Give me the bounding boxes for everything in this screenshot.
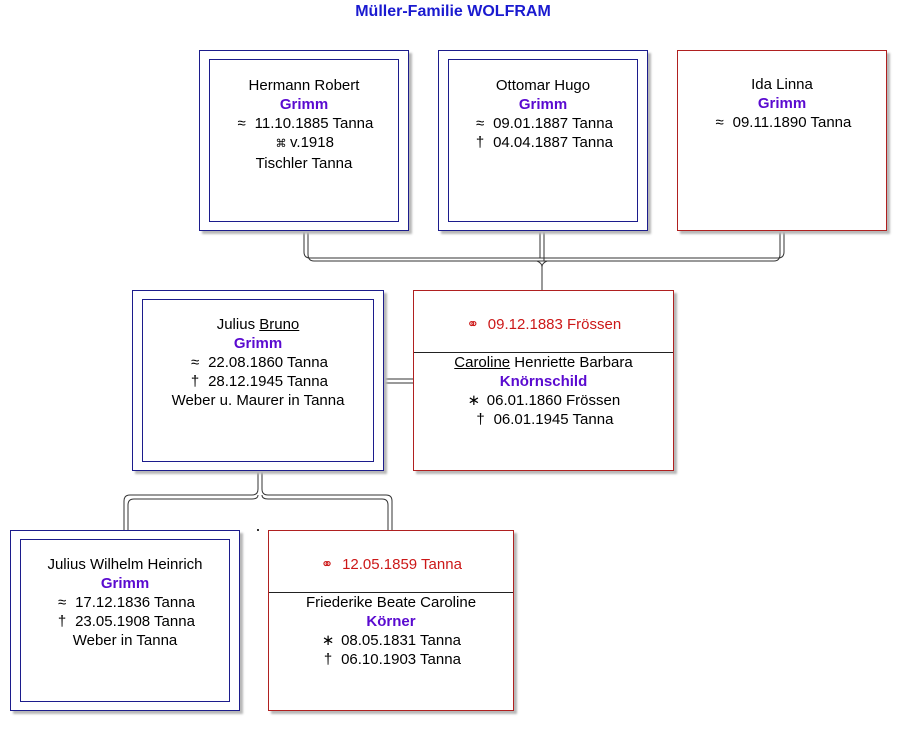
given-first: Julius — [216, 316, 260, 333]
divider — [414, 352, 673, 353]
baptism-icon: ≈ — [57, 594, 67, 611]
baptism-date: 11.10.1885 Tanna — [254, 115, 374, 132]
death-line: † 28.12.1945 Tanna — [133, 372, 383, 391]
surname: Grimm — [518, 96, 568, 113]
death-icon: † — [323, 651, 333, 668]
fallen-date: v.1918 — [290, 134, 334, 151]
given-names: Julius Wilhelm Heinrich — [47, 556, 203, 573]
call-name: Bruno — [259, 316, 300, 333]
call-name: Caroline — [454, 354, 511, 371]
surname: Grimm — [279, 96, 329, 113]
baptism-line: ≈11.10.1885 Tanna — [200, 114, 408, 133]
marriage-icon: ⚭ — [320, 556, 334, 573]
death-line: † 23.05.1908 Tanna — [11, 612, 239, 631]
death-line: † 06.10.1903 Tanna — [269, 650, 513, 669]
chart-title: Müller-Familie WOLFRAM — [355, 3, 551, 20]
given-names: Ottomar Hugo — [495, 77, 591, 94]
baptism-line: ≈17.12.1836 Tanna — [11, 593, 239, 612]
death-date: 06.01.1945 Tanna — [493, 411, 614, 428]
inner-frame — [20, 539, 230, 702]
person-details: Julius Wilhelm Heinrich Grimm ≈17.12.183… — [11, 555, 239, 650]
given-rest: Henriette Barbara — [510, 354, 633, 371]
given-names: Caroline Henriette Barbara — [414, 353, 673, 372]
baptism-icon: ≈ — [475, 115, 485, 132]
surname: Körner — [366, 613, 416, 630]
surname: Grimm — [100, 575, 150, 592]
person-details: Ottomar Hugo Grimm ≈09.01.1887 Tanna † 04… — [439, 76, 647, 152]
person-details: Caroline Henriette Barbara Knörnschild ∗… — [414, 353, 673, 429]
birth-date: 08.05.1831 Tanna — [341, 632, 461, 649]
baptism-icon: ≈ — [190, 354, 200, 371]
person-box-ottomar-hugo[interactable]: Ottomar Hugo Grimm ≈09.01.1887 Tanna † 04… — [438, 50, 648, 231]
person-box-caroline-henriette-barbara[interactable]: ⚭ 09.12.1883 Frössen Caroline Henriette B… — [413, 290, 674, 471]
death-date: 28.12.1945 Tanna — [208, 373, 328, 390]
baptism-date: 09.01.1887 Tanna — [493, 115, 613, 132]
occupation: Tischler Tanna — [255, 155, 353, 172]
baptism-line: ≈22.08.1860 Tanna — [133, 353, 383, 372]
divider — [269, 592, 513, 593]
baptism-date: 09.11.1890 Tanna — [732, 114, 852, 131]
baptism-date: 22.08.1860 Tanna — [208, 354, 328, 371]
occupation: Weber in Tanna — [72, 632, 178, 649]
occupation: Weber u. Maurer in Tanna — [171, 392, 345, 409]
baptism-line: ≈09.11.1890 Tanna — [678, 113, 886, 132]
death-icon: † — [57, 613, 67, 630]
person-details: Hermann Robert Grimm ≈11.10.1885 Tanna ⌘… — [200, 76, 408, 173]
stray-dot — [257, 529, 259, 531]
birth-line: ∗ 08.05.1831 Tanna — [269, 631, 513, 650]
person-details: Ida Linna Grimm ≈09.11.1890 Tanna — [678, 75, 886, 132]
death-line: † 04.04.1887 Tanna — [439, 133, 647, 152]
death-icon: † — [190, 373, 200, 390]
death-icon: † — [475, 134, 485, 151]
person-box-ida-linna[interactable]: Ida Linna Grimm ≈09.11.1890 Tanna — [677, 50, 887, 231]
given-names: Friederike Beate Caroline — [305, 594, 477, 611]
death-icon: † — [476, 411, 485, 428]
person-box-hermann-robert[interactable]: Hermann Robert Grimm ≈11.10.1885 Tanna ⌘… — [199, 50, 409, 231]
birth-line: ∗ 06.01.1860 Frössen — [414, 391, 673, 410]
marriage-icon: ⚭ — [466, 316, 480, 333]
death-date: 06.10.1903 Tanna — [341, 651, 461, 668]
baptism-icon: ≈ — [715, 114, 724, 131]
person-box-julius-bruno[interactable]: Julius Bruno Grimm ≈22.08.1860 Tanna † 28… — [132, 290, 384, 471]
marriage-line: ⚭ 12.05.1859 Tanna — [269, 555, 513, 573]
surname: Grimm — [757, 95, 807, 112]
fallen-line: ⌘v.1918 — [200, 133, 408, 154]
fallen-icon: ⌘ — [275, 138, 287, 150]
baptism-date: 17.12.1836 Tanna — [75, 594, 195, 611]
person-box-julius-wilhelm-heinrich[interactable]: Julius Wilhelm Heinrich Grimm ≈17.12.183… — [10, 530, 240, 711]
marriage-line: ⚭ 09.12.1883 Frössen — [414, 315, 673, 333]
given-names: Ida Linna — [751, 76, 813, 93]
surname: Grimm — [233, 335, 283, 352]
surname: Knörnschild — [499, 373, 588, 390]
baptism-line: ≈09.01.1887 Tanna — [439, 114, 647, 133]
death-date: 04.04.1887 Tanna — [493, 134, 613, 151]
person-details: Julius Bruno Grimm ≈22.08.1860 Tanna † 28… — [133, 315, 383, 410]
marriage-date: 09.12.1883 Frössen — [487, 316, 622, 333]
baptism-icon: ≈ — [237, 115, 246, 132]
person-box-friederike-beate-caroline[interactable]: ⚭ 12.05.1859 Tanna Friederike Beate Carol… — [268, 530, 514, 711]
death-date: 23.05.1908 Tanna — [75, 613, 195, 630]
inner-frame — [209, 59, 399, 222]
birth-icon: ∗ — [321, 632, 335, 649]
birth-icon: ∗ — [467, 392, 481, 409]
death-line: † 06.01.1945 Tanna — [414, 410, 673, 429]
given-names: Hermann Robert — [248, 77, 360, 94]
birth-date: 06.01.1860 Frössen — [486, 392, 621, 409]
marriage-date: 12.05.1859 Tanna — [342, 556, 462, 573]
inner-frame — [448, 59, 638, 222]
given-names: Julius Bruno — [133, 315, 383, 334]
person-details: Friederike Beate Caroline Körner ∗ 08.05.… — [269, 593, 513, 669]
inner-frame — [142, 299, 374, 462]
